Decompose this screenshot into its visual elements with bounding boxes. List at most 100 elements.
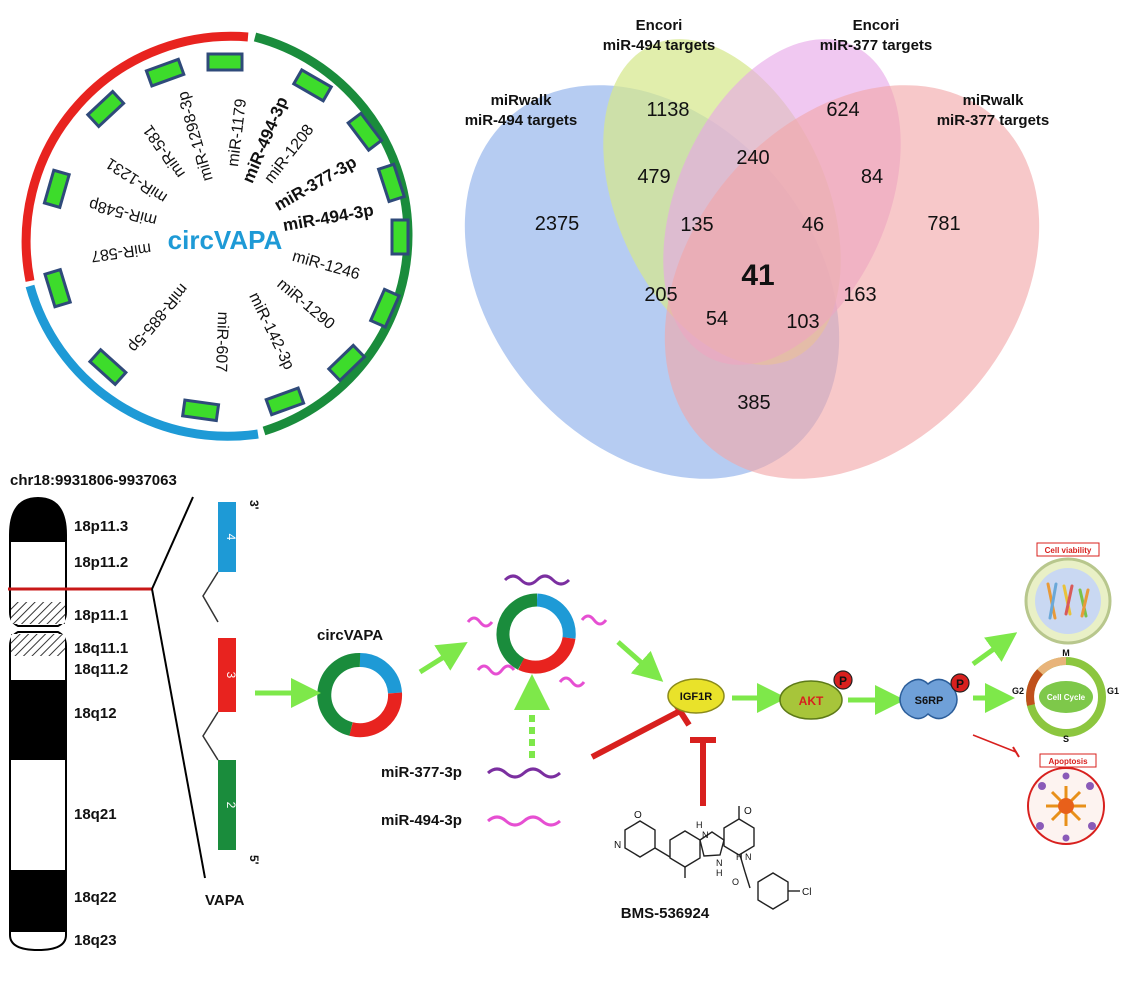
s6rp-node [899,678,958,720]
band-label: 18p11.3 [74,518,128,535]
igf1r-label: IGF1R [680,691,712,703]
drug-atom: N [614,840,621,851]
binding-site [291,67,334,103]
chromosome-icons [1046,582,1090,620]
viability-label: Cell viability [1045,546,1092,555]
akt-phospho-label: P [839,674,847,688]
akt-label: AKT [799,694,824,708]
arrow-to-viability [971,632,1018,667]
band-label: 18p11.1 [74,607,128,624]
venn-count: 240 [736,147,769,169]
sponge-mirna-purple [503,574,571,586]
sponge-mirna-pink [558,676,586,688]
cell-cycle-arc-g2 [1026,669,1044,706]
venn-count: 205 [644,284,677,306]
venn-count: 135 [680,214,713,236]
drug-atom: O [634,810,642,821]
binding-site [264,386,306,417]
circ-arc-red [21,31,249,282]
mirna-label: miR-607 [212,311,231,372]
mirna-label: miR-1246 [290,248,361,284]
drug-atom: O [744,806,752,817]
band-label: 18q12 [74,705,117,722]
zoom-line-bottom [151,588,206,879]
cell-cycle-center [1039,681,1093,713]
band-label: 18q23 [74,932,117,949]
binding-site [85,89,126,129]
venn-count: 103 [786,311,819,333]
mirna-label: miR-1231 [103,154,171,206]
venn-count: 84 [861,166,883,188]
phase-m: M [1062,648,1070,658]
apoptosis-core [1058,798,1074,814]
sponge-mirna-pink [580,614,608,626]
inhibit-mirna-igf1r [590,708,682,760]
venn-label-4b: miR-377 targets [937,112,1050,129]
cell-cycle-label: Cell Cycle [1047,693,1086,702]
igf1r-node [667,678,725,714]
sponge-ring [496,593,576,674]
venn-panel: miRwalk miR-494 targets Encori miR-494 t… [465,17,1050,479]
chromosome-panel: chr18:9931806-9937063 18p11.3 18p11.2 18… [8,472,206,952]
apoptosis-label: Apoptosis [1048,757,1088,766]
drug-atom: N [745,852,752,862]
gene-panel: 4 3 2 3' 5' VAPA [202,500,261,909]
venn-count: 781 [927,213,960,235]
viability-box [1036,542,1100,557]
band-label: 18q21 [74,806,117,823]
band-18p11.3 [10,498,66,542]
mirna-label: miR-587 [90,239,152,264]
apoptosis-box [1039,753,1097,768]
binding-site [346,111,384,153]
circ-arc-blue [25,284,259,441]
venn-count: 2375 [535,213,580,235]
pathway-panel: circVAPA miR-377-3p miR-494-3p [255,542,1119,922]
inhibit-bar [1012,746,1020,758]
mirna-label: miR-1290 [274,275,338,333]
exon-3-label: 3 [224,672,238,679]
drug-atom: H [696,820,703,830]
band-label: 18q22 [74,889,117,906]
mirna-label: miR-885-5p [124,280,191,355]
venn-label-2a: Encori [636,17,683,34]
three-prime-label: 3' [247,500,261,510]
zoom-line-top [151,496,194,590]
binding-site [42,168,72,210]
band-18q11.1 [11,634,65,656]
arrow-sponge-to-igf1r [616,640,664,682]
circvapa-label: circVAPA [317,627,383,644]
binding-site [376,162,407,204]
mirna-label: miR-581 [140,121,189,180]
akt-phospho [833,670,853,690]
inhibit-apoptosis [972,734,1017,753]
venn-count: 479 [637,166,670,188]
arrow-circ-to-sponge [418,642,468,675]
venn-label-4a: miRwalk [963,92,1025,109]
binding-site [43,267,73,309]
venn-label-2b: miR-494 targets [603,37,716,54]
venn-count: 1138 [646,99,689,121]
gene-name: VAPA [205,892,245,909]
circvapa-ring [317,652,403,738]
circ-center-label: circVAPA [168,225,283,255]
binding-site [206,52,244,72]
intron-line [202,711,219,761]
exon-4-label: 4 [224,534,238,541]
exon-2-label: 2 [224,802,238,809]
venn-count: 385 [737,392,770,414]
band-label: 18q11.1 [74,640,128,657]
exon-2 [218,760,236,850]
exon-4 [218,502,236,572]
sponge-mirna-pink [476,664,516,676]
phase-s: S [1063,734,1069,744]
binding-site [180,398,221,423]
venn-label-3b: miR-377 targets [820,37,933,54]
binding-site [368,287,402,329]
exon-3 [218,638,236,712]
intron-line [202,571,219,623]
mirna-label: miR-548p [87,195,159,228]
venn-count: 163 [843,284,876,306]
venn-count: 624 [826,99,859,121]
mir377-label: miR-377-3p [381,764,462,781]
